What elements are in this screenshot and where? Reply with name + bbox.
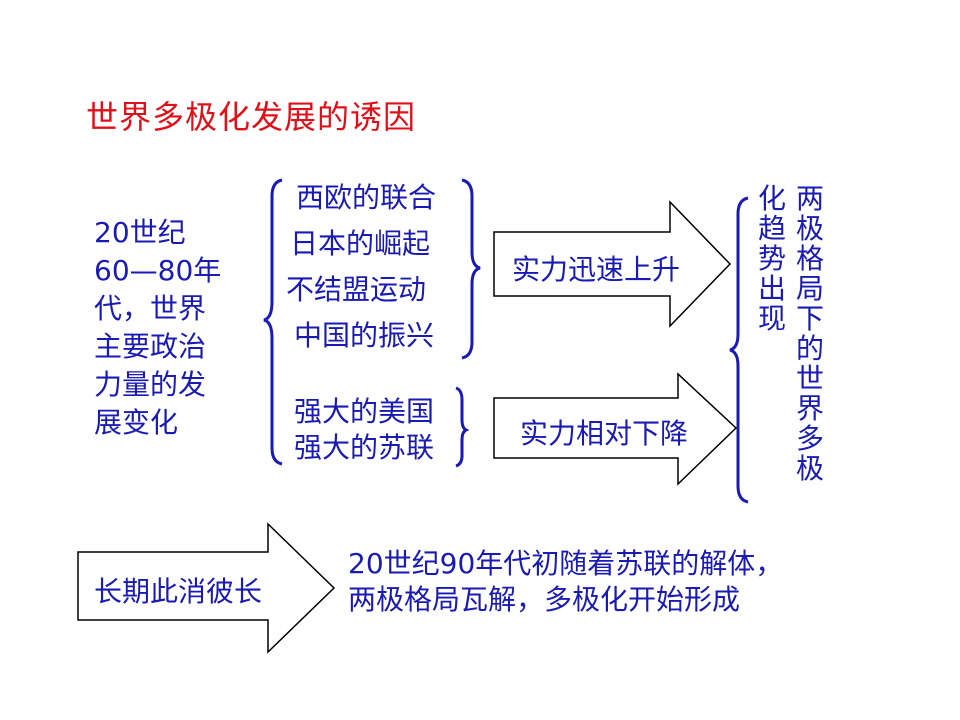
period-line: 力量的发 [94, 368, 207, 401]
period-line: 20世纪 [94, 216, 186, 249]
rising-item: 西欧的联合 [296, 181, 437, 214]
result-text-column-1: 两极格局下的世界多极 [795, 182, 824, 485]
rising-item: 不结盟运动 [286, 273, 427, 306]
declining-item: 强大的美国 [294, 395, 435, 428]
bottom-arrow-label: 长期此消彼长 [94, 575, 263, 608]
rise-arrow-label: 实力迅速上升 [512, 253, 681, 286]
period-line: 代，世界 [94, 292, 207, 325]
page-title: 世界多极化发展的诱因 [86, 98, 417, 136]
period-line: 主要政治 [94, 330, 207, 363]
rising-item: 日本的崛起 [290, 227, 431, 260]
rising-group-brace [461, 178, 481, 360]
decline-arrow [493, 372, 738, 486]
result-text-column-2: 化趋势出现 [757, 182, 786, 335]
period-line: 展变化 [94, 406, 179, 439]
conclusion-line: 两极格局瓦解，多极化开始形成 [348, 583, 741, 616]
conclusion-line: 20世纪90年代初随着苏联的解体， [348, 547, 784, 580]
conclusion-text: 20世纪90年代初随着苏联的解体， 两极格局瓦解，多极化开始形成 [348, 546, 783, 618]
rising-item: 中国的振兴 [294, 319, 435, 352]
period-line: 60—80年 [94, 254, 222, 287]
rise-arrow [493, 200, 732, 328]
left-brace [263, 178, 283, 466]
decline-arrow-label: 实力相对下降 [520, 417, 689, 450]
declining-group-brace [455, 386, 470, 468]
period-description: 20世纪 60—80年 代，世界 主要政治 力量的发 展变化 [94, 214, 221, 442]
declining-item: 强大的苏联 [294, 431, 435, 464]
bottom-arrow [77, 522, 336, 654]
result-brace [729, 196, 749, 504]
